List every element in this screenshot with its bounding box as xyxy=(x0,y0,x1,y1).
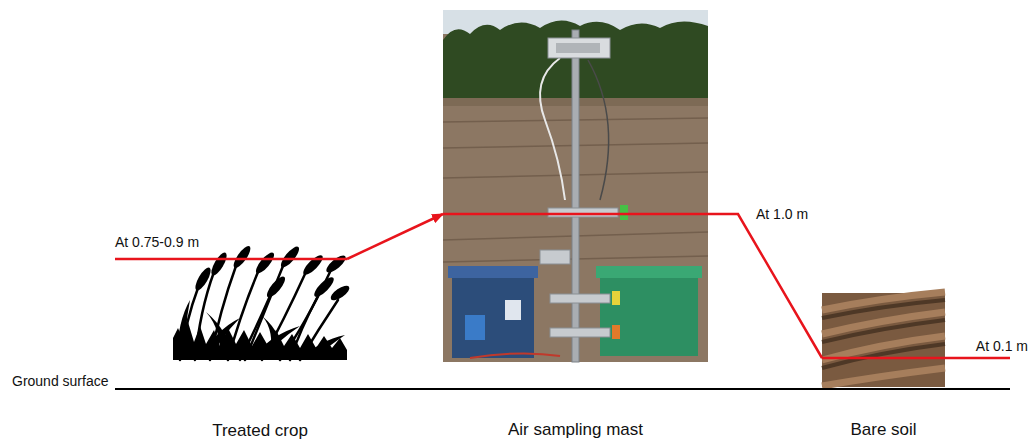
mast-photo xyxy=(572,30,579,362)
soil-illustration xyxy=(822,312,945,334)
mast-photo xyxy=(540,58,565,200)
soil-illustration xyxy=(822,292,945,387)
crop-illustration xyxy=(324,253,348,275)
soil-illustration xyxy=(822,368,945,386)
crop-illustration xyxy=(312,275,337,300)
mast-photo xyxy=(505,300,521,320)
soil-panel: Bare soil xyxy=(822,293,945,442)
crop-illustration xyxy=(278,244,302,270)
crop-illustration xyxy=(264,274,288,300)
mast-photo xyxy=(550,328,610,337)
mast-photo xyxy=(443,10,708,362)
mast-photo xyxy=(443,10,708,362)
ground-label: Ground surface xyxy=(12,373,109,389)
height-connector xyxy=(708,214,822,358)
mast-photo xyxy=(556,43,600,53)
mast-photo xyxy=(550,294,610,303)
crop-illustration xyxy=(253,250,277,276)
mast-photo xyxy=(620,205,628,220)
height-label: At 1.0 m xyxy=(756,206,808,222)
mast-photo xyxy=(448,266,538,278)
soil-illustration xyxy=(822,293,945,387)
crop-illustration xyxy=(173,244,352,360)
soil-illustration xyxy=(822,292,945,310)
caption: Treated crop xyxy=(212,421,308,443)
crop-illustration xyxy=(173,244,352,360)
ground-line xyxy=(115,388,1010,390)
caption: Air sampling mast xyxy=(508,420,643,442)
crop-panel: Treated crop xyxy=(173,243,347,443)
mast-photo xyxy=(588,60,609,200)
height-line xyxy=(443,213,708,216)
soil-illustration xyxy=(822,292,945,386)
mast-photo xyxy=(596,266,702,278)
height-label: At 0.75-0.9 m xyxy=(115,234,199,250)
crop-illustration xyxy=(231,244,253,270)
soil-illustration xyxy=(822,336,945,360)
mast-photo xyxy=(465,315,485,340)
mast-photo xyxy=(470,353,560,358)
mast-photo xyxy=(548,38,610,58)
crop-illustration xyxy=(328,283,351,303)
crop-illustration xyxy=(193,265,214,292)
height-line xyxy=(822,357,1010,360)
height-label: At 0.1 m xyxy=(976,338,1028,354)
crop-illustration xyxy=(209,250,230,277)
height-line xyxy=(115,214,1010,358)
caption: Bare soil xyxy=(850,420,916,442)
mast-photo xyxy=(600,272,698,356)
mast-photo xyxy=(540,250,570,264)
height-connector xyxy=(347,214,443,259)
mast-photo xyxy=(548,208,618,217)
mast-panel: Air sampling mast xyxy=(443,10,708,442)
crop-illustration xyxy=(301,253,326,278)
crop-illustration xyxy=(173,322,347,360)
mast-photo xyxy=(612,291,620,305)
height-line xyxy=(115,258,347,261)
mast-photo xyxy=(452,272,534,358)
mast-photo xyxy=(612,325,620,339)
